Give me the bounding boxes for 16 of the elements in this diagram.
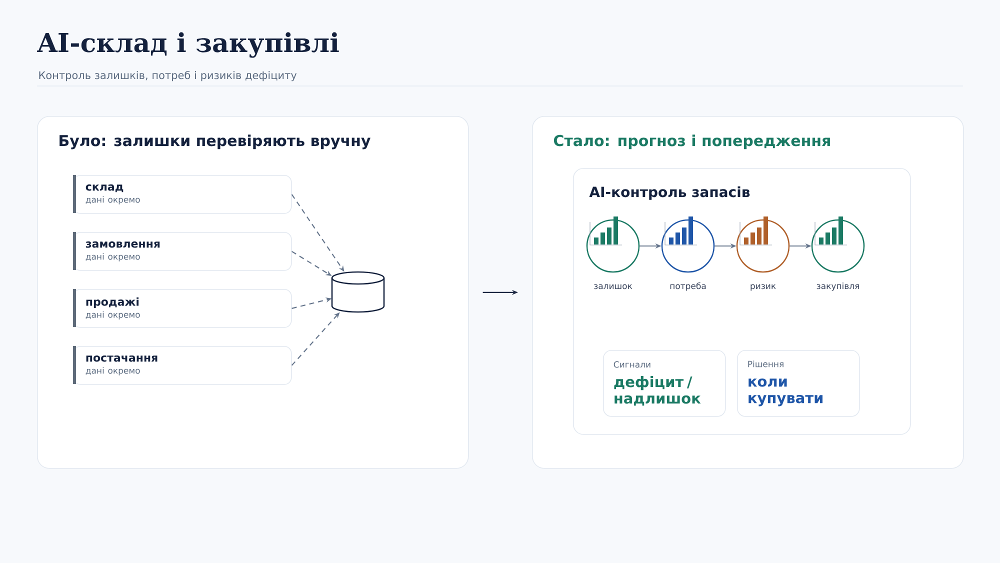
step-label: потреба <box>670 282 706 291</box>
source-box: продажі дані окремо <box>73 289 292 328</box>
info-card: Рішення коли купувати <box>737 350 860 417</box>
panel-heading: Було: залишки перевіряють вручну <box>60 134 370 150</box>
source-box: постачання дані окремо <box>73 346 292 385</box>
title: AI-склад і закупівлі <box>37 32 339 58</box>
step-label: закупівля <box>816 282 859 291</box>
step-label: залишок <box>594 284 632 290</box>
database-cylinder <box>331 271 385 313</box>
info-card: Сигнали дефіцит / надлишок <box>603 350 726 417</box>
source-box: склад дані окремо <box>73 175 292 214</box>
panel-heading: Стало: прогноз і попередження <box>554 134 830 150</box>
source-box: замовлення дані окремо <box>73 232 292 271</box>
panel-heading: AI-контроль запасів <box>589 186 750 200</box>
step-label: ризик <box>750 284 776 291</box>
subtitle: Контроль залишків, потреб і ризиків дефіциту <box>39 70 297 82</box>
